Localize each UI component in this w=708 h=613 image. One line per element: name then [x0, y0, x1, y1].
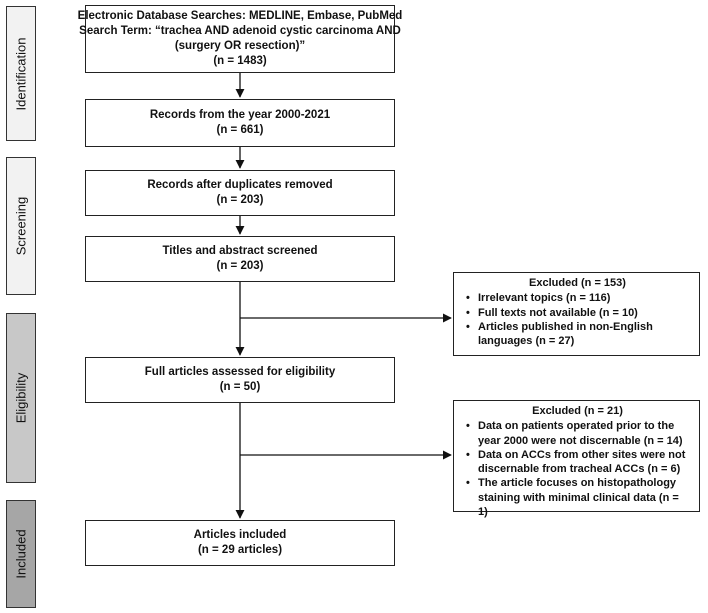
included-box: Articles included (n = 29 articles)	[85, 520, 395, 566]
fulltext-label: Full articles assessed for eligibility	[144, 366, 336, 379]
search-line-2: Search Term: “trachea AND adenoid cystic…	[79, 25, 401, 38]
duplicates-count: (n = 203)	[216, 194, 264, 206]
duplicates-box: Records after duplicates removed (n = 20…	[85, 170, 395, 216]
search-count: (n = 1483)	[213, 54, 267, 67]
included-count: (n = 29 articles)	[197, 544, 283, 556]
titles-screened-count: (n = 203)	[216, 260, 264, 272]
excluded-box-1: Excluded (n = 153) Irrelevant topics (n …	[453, 272, 700, 356]
excluded-2-title: Excluded (n = 21)	[532, 405, 623, 417]
excluded-2-item: Data on patients operated prior to the y…	[466, 419, 691, 448]
duplicates-label: Records after duplicates removed	[147, 179, 333, 192]
fulltext-box: Full articles assessed for eligibility (…	[85, 357, 395, 403]
excluded-1-item-text: Articles published in non-English	[478, 320, 653, 333]
excluded-2-item-text: The article focuses on histopathology	[478, 477, 677, 490]
excluded-box-2: Excluded (n = 21) Data on patients opera…	[453, 400, 700, 518]
excluded-2-item-text-cont: discernable from tracheal ACCs (n = 6)	[478, 463, 681, 476]
search-box: Electronic Database Searches: MEDLINE, E…	[78, 5, 402, 73]
excluded-1-list: Irrelevant topics (n = 116) Full texts n…	[464, 291, 691, 348]
excluded-1-item-text: Irrelevant topics (n = 116)	[478, 292, 611, 305]
excluded-2-item-text-cont: staining with minimal clinical data (n =…	[478, 491, 679, 519]
excluded-1-item: Irrelevant topics (n = 116)	[466, 291, 691, 306]
phase-identification: Identification	[6, 6, 36, 141]
excluded-1-item-text: Full texts not available (n = 10)	[478, 306, 638, 319]
phase-screening: Screening	[6, 157, 36, 295]
excluded-2-item-text-cont: year 2000 were not discernable (n = 14)	[478, 434, 683, 447]
excluded-2-item: Data on ACCs from other sites were not d…	[466, 448, 691, 477]
search-line-3: (surgery OR resection)”	[174, 40, 306, 52]
year-filter-box: Records from the year 2000-2021 (n = 661…	[85, 99, 395, 147]
included-label: Articles included	[193, 529, 287, 542]
search-line-1: Electronic Database Searches: MEDLINE, E…	[77, 10, 403, 23]
year-filter-label: Records from the year 2000-2021	[149, 109, 331, 122]
fulltext-count: (n = 50)	[219, 381, 261, 393]
titles-screened-label: Titles and abstract screened	[162, 245, 318, 258]
excluded-1-item: Full texts not available (n = 10)	[466, 306, 691, 321]
phase-included: Included	[6, 500, 36, 608]
excluded-1-item-text-cont: languages (n = 27)	[478, 335, 575, 348]
excluded-1-item: Articles published in non-English langua…	[466, 320, 691, 349]
excluded-2-item-text: Data on patients operated prior to the	[478, 420, 675, 433]
year-filter-count: (n = 661)	[216, 124, 264, 136]
excluded-2-item: The article focuses on histopathology st…	[466, 476, 691, 519]
excluded-2-list: Data on patients operated prior to the y…	[464, 419, 691, 519]
phase-eligibility: Eligibility	[6, 313, 36, 483]
excluded-1-title: Excluded (n = 153)	[529, 277, 626, 289]
titles-screened-box: Titles and abstract screened (n = 203)	[85, 236, 395, 282]
excluded-2-item-text: Data on ACCs from other sites were not	[478, 448, 686, 461]
